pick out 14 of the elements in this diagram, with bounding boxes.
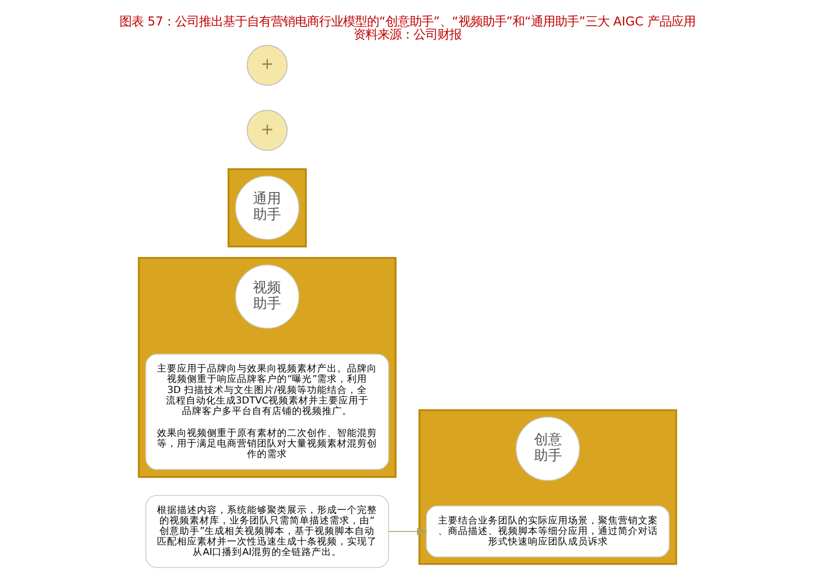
node-circle: 视频助手 <box>235 264 300 329</box>
node-box: 主要结合业务团队的实际应用场景，聚焦营销文案、商品描述、视频脚本等细分应用，通过简介对话形式快速响应团队成员诉求 <box>426 506 670 558</box>
label: + <box>260 119 274 138</box>
node-box: 主要应用于品牌向与效果向视频素材产出。品牌向视频侧重于响应品牌客户的“曝光”需求，利用 3D 扫描技术与文生图片/视频等功能结合，全流程自动化生成3DTVC视频素材并主要应用于品牌客户多平台自有店铺的视频推广。 效果向视频侧重于原有素材的二次创作、智能混剪等，用于满足电商营销团队对大量视频素材混剪创作的需求 <box>145 354 390 470</box>
node-circle: 通用助手 <box>235 176 300 240</box>
node-box: 根据描述内容，系统能够聚类展示，形成一个完整的视频素材库，业务团队只需简单描述需求，由“创意助手”生成相关视频脚本，基于视频脚本自动匹配相应素材并一次性迅速生成十条视频，实现了从AI口播到AI混剪的全链路产出。 <box>145 494 390 568</box>
cluster <box>418 409 678 565</box>
caption: 资料来源：公司财报 <box>354 28 462 42</box>
diagram-title: 图表 57：公司推出基于自有营销电商行业模型的“创意助手”、“视频助手”和“通用助手”三大 AIGC 产品应用 <box>120 14 696 28</box>
cluster <box>138 257 396 478</box>
label: + <box>260 54 274 74</box>
node-circle: 创意助手 <box>516 416 580 481</box>
arrow <box>388 528 428 536</box>
cluster <box>228 168 307 248</box>
